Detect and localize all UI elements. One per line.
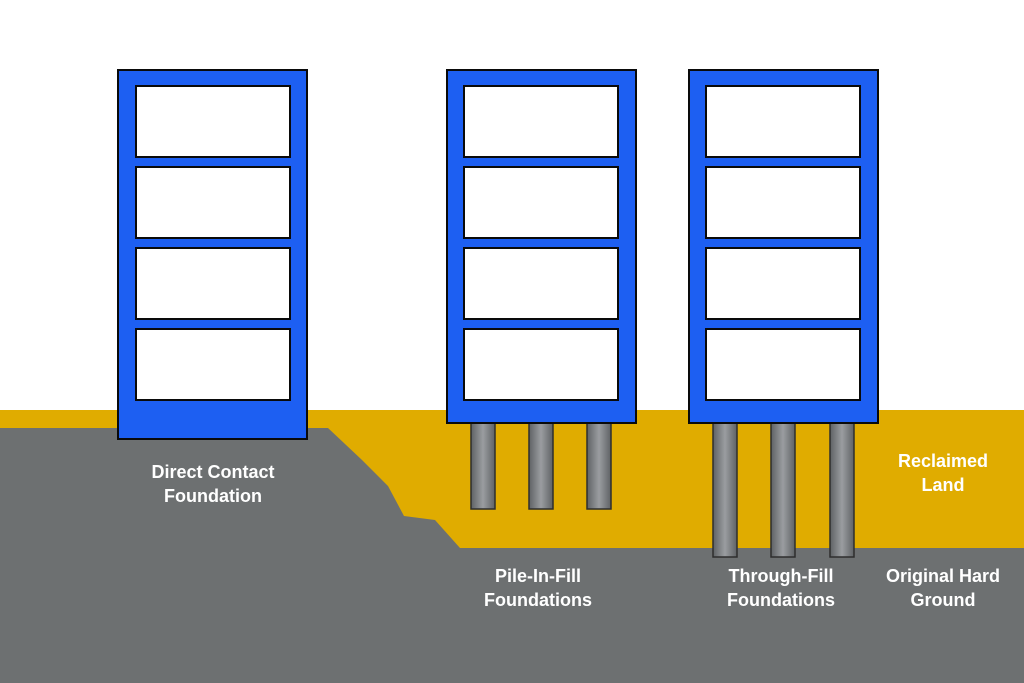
through-fill-building bbox=[688, 69, 879, 558]
floor-window bbox=[705, 247, 861, 320]
pile bbox=[586, 422, 612, 510]
through-fill-label-line2: Foundations bbox=[727, 590, 835, 610]
pile bbox=[712, 422, 738, 558]
original-hard-ground-layer bbox=[0, 428, 1024, 683]
direct-contact-label-line1: Direct Contact bbox=[151, 462, 274, 482]
floor-window bbox=[463, 328, 619, 401]
direct-contact-building bbox=[117, 69, 308, 440]
reclaimed-land-label-line1: Reclaimed bbox=[898, 451, 988, 471]
floor-window bbox=[463, 85, 619, 158]
pile bbox=[770, 422, 796, 558]
floor-window bbox=[135, 247, 291, 320]
floor-window bbox=[463, 166, 619, 239]
floor-window bbox=[135, 85, 291, 158]
pile-in-fill-building bbox=[446, 69, 637, 510]
through-fill-label-line1: Through-Fill bbox=[729, 566, 834, 586]
floor-window bbox=[705, 166, 861, 239]
pile bbox=[829, 422, 855, 558]
floor-window bbox=[135, 328, 291, 401]
pile bbox=[528, 422, 554, 510]
floor-window bbox=[463, 247, 619, 320]
direct-contact-label-line2: Foundation bbox=[164, 486, 262, 506]
floor-window bbox=[705, 328, 861, 401]
pile bbox=[470, 422, 496, 510]
floor-window bbox=[705, 85, 861, 158]
original-hard-ground-label-line1: Original Hard bbox=[886, 566, 1000, 586]
original-hard-ground-label-line2: Ground bbox=[911, 590, 976, 610]
pile-in-fill-label-line1: Pile-In-Fill bbox=[495, 566, 581, 586]
pile-in-fill-label-line2: Foundations bbox=[484, 590, 592, 610]
floor-window bbox=[135, 166, 291, 239]
reclaimed-land-label-line2: Land bbox=[922, 475, 965, 495]
